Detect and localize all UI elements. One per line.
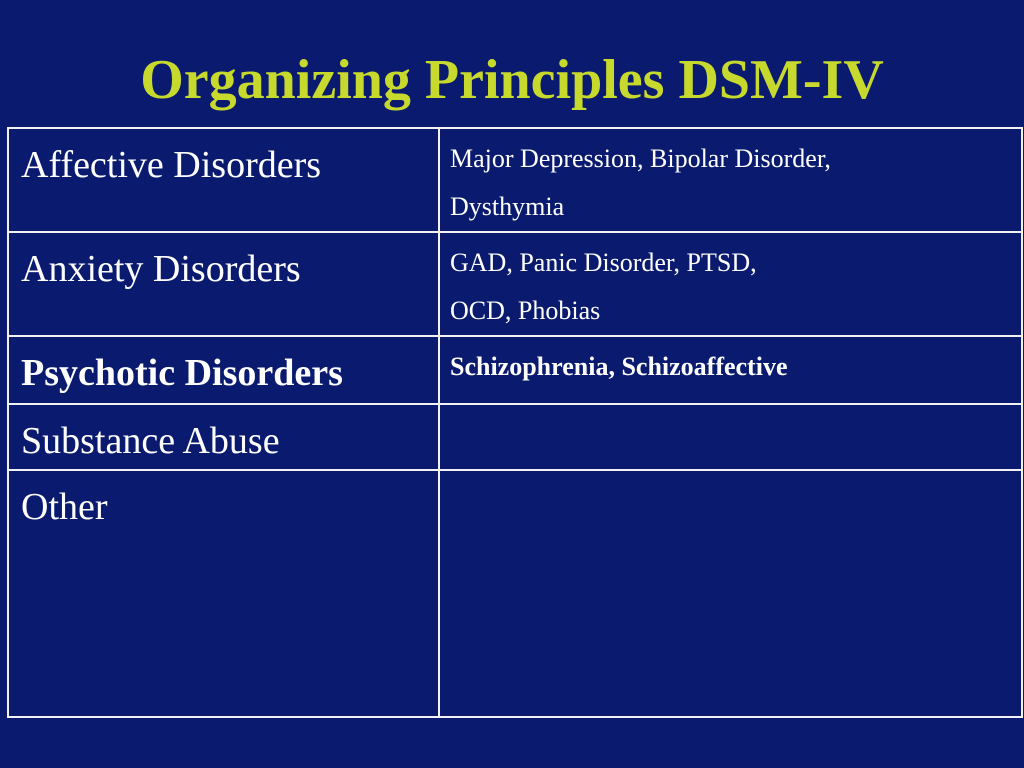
category-cell: Psychotic Disorders [7, 335, 440, 405]
category-label: Psychotic Disorders [21, 352, 343, 394]
examples-line: GAD, Panic Disorder, PTSD, [450, 248, 757, 277]
examples-cell: GAD, Panic Disorder, PTSD, OCD, Phobias [438, 231, 1023, 337]
category-cell: Anxiety Disorders [7, 231, 440, 337]
table-row: Other [7, 469, 1023, 718]
category-label: Substance Abuse [21, 420, 280, 462]
disorders-table-container: Affective Disorders Major Depression, Bi… [7, 127, 1023, 718]
examples-cell: Schizophrenia, Schizoaffective [438, 335, 1023, 405]
disorders-table: Affective Disorders Major Depression, Bi… [7, 127, 1023, 718]
slide-title: Organizing Principles DSM-IV [140, 49, 884, 111]
examples-line: Dysthymia [450, 192, 565, 221]
examples-line: Major Depression, Bipolar Disorder, [450, 144, 831, 173]
category-cell: Affective Disorders [7, 127, 440, 233]
category-label: Anxiety Disorders [21, 248, 301, 290]
table-row: Psychotic Disorders Schizophrenia, Schiz… [7, 335, 1023, 405]
examples-line: Schizophrenia, Schizoaffective [450, 352, 788, 381]
category-label: Affective Disorders [21, 144, 322, 186]
category-label: Other [21, 486, 108, 528]
examples-cell [438, 469, 1023, 718]
table-row: Substance Abuse [7, 403, 1023, 471]
table-row: Affective Disorders Major Depression, Bi… [7, 127, 1023, 233]
category-cell: Substance Abuse [7, 403, 440, 471]
examples-cell: Major Depression, Bipolar Disorder, Dyst… [438, 127, 1023, 233]
table-row: Anxiety Disorders GAD, Panic Disorder, P… [7, 231, 1023, 337]
category-cell: Other [7, 469, 440, 718]
examples-line: OCD, Phobias [450, 296, 601, 325]
examples-cell [438, 403, 1023, 471]
